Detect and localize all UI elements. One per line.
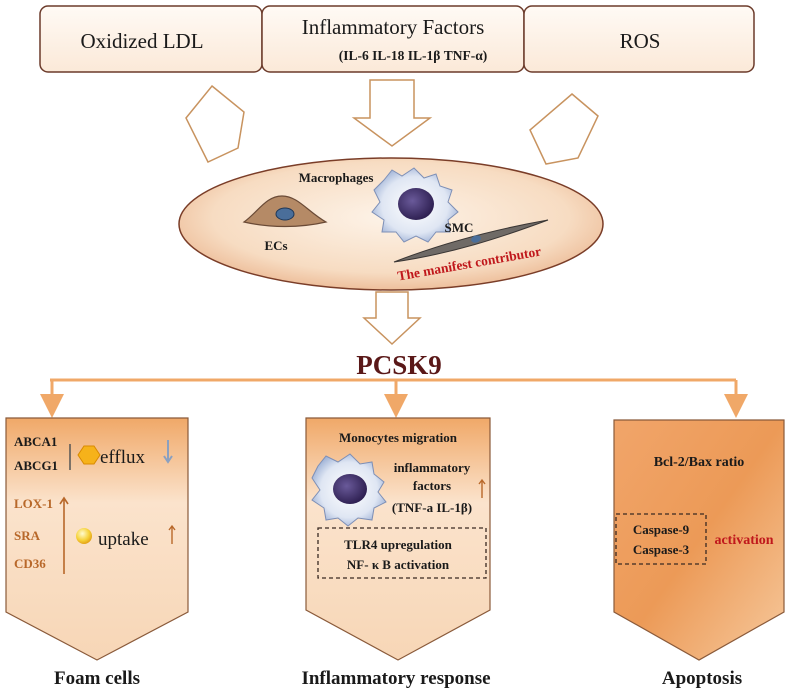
oxidized-ldl-label: Oxidized LDL <box>80 29 203 53</box>
inflammatory-factors-label: Inflammatory Factors <box>302 15 485 39</box>
monocytes-migration-label: Monocytes migration <box>339 430 458 445</box>
macrophage-icon <box>371 167 459 243</box>
arrow-to-pcsk9 <box>362 291 422 346</box>
branch-connectors <box>40 378 748 418</box>
top-box-oxidized-ldl: Oxidized LDL <box>39 5 263 73</box>
foam-cells-caption: Foam cells <box>54 668 140 689</box>
tlr4-label: TLR4 upregulation <box>344 537 453 552</box>
ros-label: ROS <box>620 29 661 53</box>
smc-icon <box>393 219 549 263</box>
panel-apoptosis: Bcl-2/Bax ratio Caspase-9 Caspase-3 acti… <box>613 419 785 661</box>
smc-label: SMC <box>445 220 474 235</box>
uptake-markers: LOX-1 SRA CD36 <box>14 496 53 571</box>
activation-label: activation <box>714 533 773 548</box>
arrow-from-ros <box>529 93 599 165</box>
abcg1-label: ABCG1 <box>14 458 58 473</box>
inflammatory-factors-list: (IL-6 IL-18 IL-1β TNF-α) <box>339 48 488 63</box>
ecs-label: ECs <box>264 238 287 253</box>
inflammatory-factors-line2: factors <box>413 478 451 493</box>
caspase9-label: Caspase-9 <box>633 522 690 537</box>
top-box-ros: ROS <box>523 5 755 73</box>
cd36-label: CD36 <box>14 556 46 571</box>
inflammatory-factors-line1: inflammatory <box>394 460 471 475</box>
sra-label: SRA <box>14 528 41 543</box>
macrophages-label: Macrophages <box>299 170 374 185</box>
uptake-ball-icon <box>76 528 92 544</box>
uptake-up-arrow-icon <box>59 496 69 574</box>
lox1-label: LOX-1 <box>14 496 53 511</box>
cells-region: ECs Macrophages SMC The manifest contrib… <box>178 157 604 291</box>
caspase-box <box>615 513 707 565</box>
tlr4-nfkb-box <box>317 527 487 579</box>
caspase3-label: Caspase-3 <box>633 542 690 557</box>
panel-inflammatory-response: Monocytes migration inflammatory factors… <box>305 417 491 661</box>
pcsk9-label: PCSK9 <box>356 350 442 380</box>
uptake-small-up-arrow-icon <box>168 524 176 544</box>
apoptosis-caption: Apoptosis <box>662 668 742 689</box>
abca1-label: ABCA1 <box>14 434 57 449</box>
uptake-label: uptake <box>98 529 149 550</box>
inflammatory-response-caption: Inflammatory response <box>301 668 490 689</box>
factors-up-arrow-icon <box>478 478 486 498</box>
efflux-label: efflux <box>100 447 146 468</box>
top-box-inflammatory-factors: Inflammatory Factors (IL-6 IL-18 IL-1β T… <box>261 5 525 73</box>
monocyte-icon <box>311 453 387 527</box>
endothelial-cell-icon <box>242 195 328 228</box>
panel-foam-cells: ABCA1 ABCG1 efflux LOX-1 SRA CD36 uptake <box>5 417 189 661</box>
efflux-hexagon-icon <box>77 445 101 465</box>
bcl2-bax-ratio-label: Bcl-2/Bax ratio <box>654 455 745 470</box>
inflammatory-factors-line3: (TNF-a IL-1β) <box>392 500 472 515</box>
arrow-from-oxidized-ldl <box>185 84 245 163</box>
arrow-from-inflammatory <box>351 79 433 147</box>
efflux-down-arrow-icon <box>163 440 173 464</box>
nfkb-label: NF- κ B activation <box>347 557 450 572</box>
